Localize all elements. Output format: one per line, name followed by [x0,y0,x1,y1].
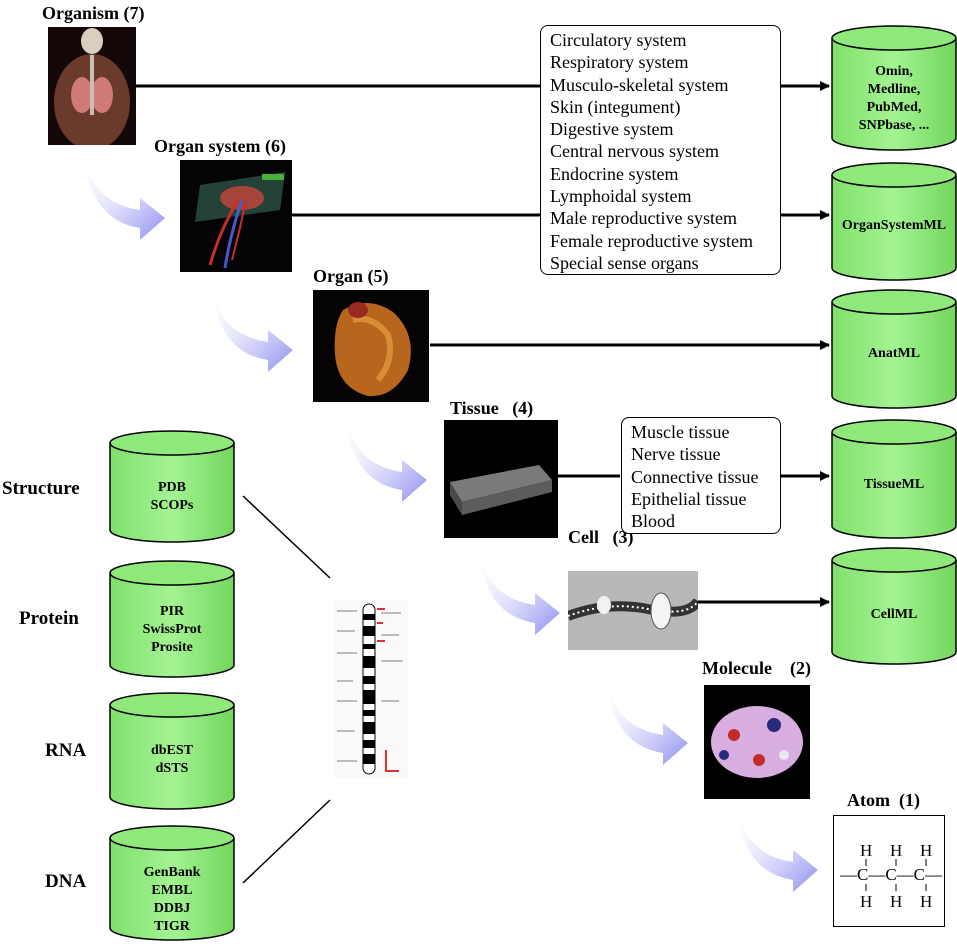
propane-h-bottom-2: H [890,892,902,911]
curved-arrow-organ-to-tissue [347,420,427,502]
vascular-system-icon [180,160,292,272]
cellml-db-label: CellML [832,606,956,624]
tissue-type-item: Muscle tissue [631,422,730,442]
curved-arrow-organism-to-organsystem [85,158,165,240]
dna-db-label: GenBank EMBL DDBJ TIGR [110,864,234,936]
propane-h-bottom-1: H [860,892,872,911]
db-entry: PubMed, [866,100,922,115]
organ-system-item: Lymphoidal system [550,186,692,207]
structure-db-label: PDB SCOPs [110,479,234,515]
curved-arrow-tissue-to-cell [480,553,560,635]
organ-system-item: Central nervous system [550,141,719,162]
db-entry: TissueML [863,477,925,492]
db-entry: PIR [159,604,185,619]
organism-title: Organism (7) [42,3,145,23]
propane-structure: H H H —C—C—C— H H H [839,841,943,911]
db-entry: SNPbase, ... [858,118,930,133]
db-entry: AnatML [867,346,921,361]
propane-h-bottom-3: H [920,892,932,911]
db-entry: OrganSystemML [841,218,947,233]
organ-systems-list: Circulatory system Respiratory system Mu… [540,25,781,275]
organ-system-item: Musculo-skeletal system [550,74,729,95]
organ-system-item: Circulatory system [550,30,687,50]
protein-db-label: PIR SwissProt Prosite [110,603,234,657]
db-entry: CellML [870,607,918,622]
organ-system-item: Special sense organs [550,252,699,273]
curved-arrow-organsystem-to-organ [213,290,293,372]
anatml-db-cylinder [831,289,957,409]
curved-arrow-cell-to-molecule [608,683,688,765]
tissue-image [444,420,558,538]
curved-arrow-molecule-to-atom [738,810,818,892]
rna-db-cylinder [109,692,235,810]
propane-h-top-2: H [890,841,902,860]
organism-image [48,27,136,145]
row-label-dna: DNA [45,871,87,892]
row-label-structure: Structure [2,478,80,499]
atom-propane-box: H H H —C—C—C— H H H [833,815,945,927]
anatml-db-label: AnatML [832,345,956,363]
organ-system-item: Endocrine system [550,163,679,184]
tissue-type-item: Blood [631,511,676,532]
organsystem-db-cylinder [831,162,957,281]
db-entry: SwissProt [142,622,202,637]
atom-title: Atom (1) [847,790,920,810]
db-entry: TIGR [154,919,190,934]
db-entry: Omin, [875,64,913,79]
tissue-title: Tissue (4) [450,398,534,418]
db-entry: dSTS [155,761,189,776]
organ-system-item: Respiratory system [550,52,689,73]
cell-image [568,571,698,650]
dna-db-cylinder [109,825,235,941]
line-structure-to-chromosome [242,495,331,579]
tissue-types-list: Muscle tissue Nerve tissue Connective ti… [621,417,781,534]
tissueml-db-cylinder [831,419,957,539]
row-label-protein: Protein [19,608,79,629]
db-entry: DDBJ [153,901,191,916]
tissueml-db-label: TissueML [832,476,956,494]
db-entry: dbEST [150,743,194,758]
row-label-rna: RNA [45,740,87,761]
tissue-block-icon [444,420,558,538]
db-entry: PDB [158,480,186,495]
organ-system-item: Digestive system [550,119,674,140]
organ-system-image [180,160,292,272]
organ-system-title: Organ system (6) [154,136,286,156]
chromosome-ideogram-icon [337,603,403,775]
cellml-db-cylinder [831,547,957,665]
human-body-icon [48,27,136,145]
organism-db-label: Omin, Medline, PubMed, SNPbase, ... [832,63,956,135]
organ-image [313,290,429,402]
organism-db-cylinder [831,25,957,151]
tissue-type-item: Nerve tissue [631,444,721,465]
db-entry: Prosite [151,640,193,655]
protein-molecule-icon [704,685,810,799]
cell-micrograph-icon [568,571,698,650]
db-entry: Medline, [867,82,921,97]
db-entry: SCOPs [150,498,194,513]
organ-system-item: Female reproductive system [550,230,753,251]
db-entry: EMBL [151,883,193,898]
molecule-image [704,685,810,799]
rna-db-label: dbEST dSTS [110,742,234,778]
tissue-type-item: Connective tissue [631,466,759,487]
propane-carbon-chain: —C—C—C— [839,865,943,884]
db-entry: GenBank [143,865,201,880]
line-dna-to-chromosome [242,799,331,884]
organ-system-item: Skin (integument) [550,96,681,117]
tissue-type-item: Epithelial tissue [631,488,747,509]
propane-h-top-1: H [860,841,872,860]
chromosome-image [333,600,408,778]
protein-db-cylinder [109,560,235,678]
heart-icon [313,290,429,402]
organ-title: Organ (5) [313,266,389,286]
organsystem-db-label: OrganSystemML [826,217,957,235]
molecule-title: Molecule (2) [702,658,811,678]
structure-db-cylinder [109,430,235,543]
propane-h-top-3: H [920,841,932,860]
organ-system-item: Male reproductive system [550,208,737,229]
